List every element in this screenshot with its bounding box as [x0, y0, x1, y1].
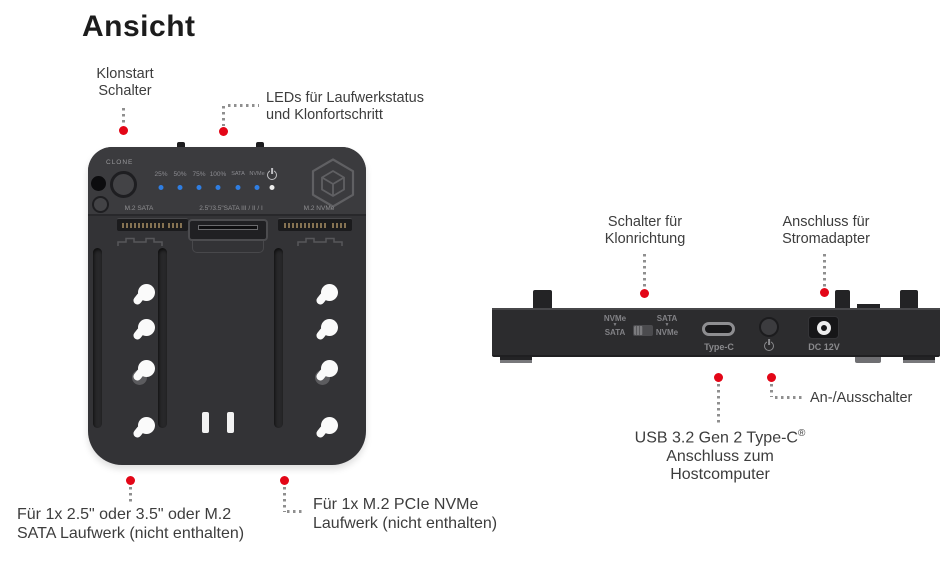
led-label-100: 100% [209, 171, 227, 178]
dotted-line [823, 254, 826, 287]
led-50 [177, 185, 183, 190]
latch-bump [177, 142, 185, 148]
rear-bump [857, 304, 880, 308]
annotation-usb-host: USB 3.2 Gen 2 Type-C®Anschluss zum Hostc… [634, 428, 806, 484]
usb-c-port [702, 322, 735, 336]
bay-label-m2-nvme: M.2 NVMe [303, 205, 335, 212]
dotted-line [643, 254, 646, 288]
dotted-line [287, 510, 305, 513]
drive-rail [93, 248, 102, 428]
led-label-sata: SATA [231, 171, 245, 177]
switch-label-left: NVMe ▼ SATA [603, 314, 627, 337]
power-icon [267, 168, 277, 180]
sata-connector [188, 219, 268, 241]
dotted-line [283, 487, 286, 512]
drive-rail [274, 248, 283, 428]
back-view-device: NVMe ▼ SATA SATA ▼ NVMe Type-C DC 12V [492, 290, 940, 363]
dotted-line [228, 104, 259, 107]
annotation-stromadapter: Anschluss für Stromadapter [782, 214, 870, 247]
vent-slot [227, 412, 234, 433]
dotted-line [129, 487, 132, 505]
dotted-line [775, 396, 802, 399]
page-title: Ansicht [82, 10, 196, 43]
callout-dot-usb [714, 373, 723, 382]
annotation-klonrichtung: Schalter für Klonrichtung [604, 214, 686, 247]
keyhole-mount [321, 417, 338, 434]
switch-label-right: SATA ▼ NVMe [655, 314, 679, 337]
dc-power-jack [808, 316, 839, 339]
switch-knob [634, 326, 643, 335]
led-power [269, 185, 275, 190]
front-button [91, 176, 106, 191]
dc-jack-label: DC 12V [808, 342, 840, 352]
keyhole-mount [138, 417, 155, 434]
dotted-line [222, 106, 225, 126]
callout-dot-sata-bay [126, 476, 135, 485]
sata-bracket-outline [192, 231, 264, 253]
vent-slot [202, 412, 209, 433]
rear-tab [900, 290, 918, 308]
annotation-an-ausschalter: An-/Ausschalter [810, 390, 913, 406]
clone-button-label: CLONE [106, 159, 134, 166]
drive-rail [158, 248, 167, 428]
dotted-line [770, 384, 773, 397]
dotted-line [122, 108, 125, 124]
annotation-sata-drive-bay: Für 1x 2.5" oder 3.5" oder M.2 SATA Lauf… [17, 506, 245, 542]
led-label-50: 50% [173, 171, 187, 178]
latch-bump [256, 142, 264, 148]
led-sata [235, 185, 241, 190]
led-nvme [254, 185, 260, 190]
callout-dot-nvme-bay [280, 476, 289, 485]
led-75 [196, 185, 202, 190]
rear-tab [835, 290, 850, 308]
keyhole-mount [138, 284, 155, 301]
usb-c-port-label: Type-C [704, 342, 734, 352]
clone-direction-switch [633, 325, 653, 336]
callout-dot-power [767, 373, 776, 382]
keyhole-mount [138, 319, 155, 336]
led-25 [158, 185, 164, 190]
rubber-foot [500, 357, 532, 363]
power-button [759, 317, 779, 337]
dotted-line [717, 384, 720, 423]
callout-dot-klonrichtung [640, 289, 649, 298]
annotation-klonstart-schalter: Klonstart Schalter [96, 66, 154, 99]
rubber-foot [903, 357, 935, 363]
m2-standoff-bracket [297, 237, 343, 247]
annotation-leds: LEDs für Laufwerkstatus und Klonfortschr… [266, 90, 424, 123]
front-view-device: CLONE 25% 50% 75% 100% SATA NVMe [88, 142, 366, 465]
front-panel: CLONE 25% 50% 75% 100% SATA NVMe [88, 147, 366, 216]
keyhole-mount [321, 319, 338, 336]
clone-start-button [110, 171, 137, 198]
annotation-nvme-drive-bay: Für 1x M.2 PCIe NVMe Laufwerk (nicht ent… [313, 496, 498, 532]
m2-sata-slot [117, 218, 188, 231]
bay-label-m2-sata: M.2 SATA [124, 205, 154, 212]
power-icon [764, 339, 774, 351]
led-label-25: 25% [154, 171, 168, 178]
m2-standoff-bracket [117, 237, 163, 247]
keyhole-mount [138, 360, 155, 377]
keyhole-mount [321, 284, 338, 301]
led-label-nvme: NVMe [249, 171, 265, 177]
arrow-down-icon: ▼ [664, 322, 670, 328]
led-100 [215, 185, 221, 190]
brand-logo-icon [311, 158, 355, 208]
callout-dot-stromadapter [820, 288, 829, 297]
arrow-down-icon: ▼ [612, 322, 618, 328]
m2-nvme-slot [278, 218, 352, 231]
front-button-lower [92, 196, 109, 213]
keyhole-mount [321, 360, 338, 377]
rear-tab [533, 290, 552, 308]
bay-label-sata: 2.5"/3.5"SATA III / II / I [199, 205, 263, 212]
rubber-foot [855, 357, 881, 363]
callout-dot-leds [219, 127, 228, 136]
led-label-75: 75% [192, 171, 206, 178]
callout-dot-klonstart [119, 126, 128, 135]
panel-edge [492, 308, 940, 310]
